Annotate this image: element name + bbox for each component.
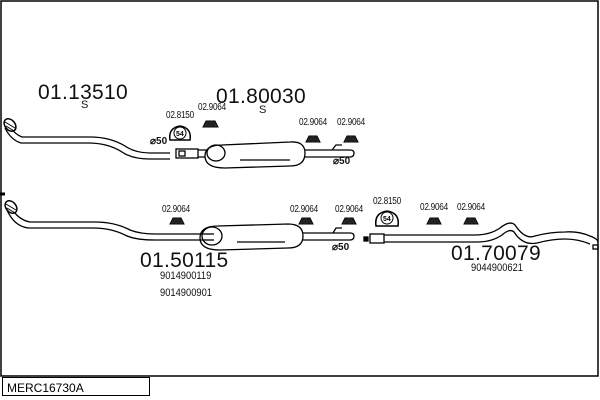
hanger-icon <box>169 217 185 225</box>
part-sub-label: S <box>259 104 267 116</box>
hanger-icon <box>305 135 321 143</box>
hanger-icon <box>341 217 357 225</box>
hanger-label: 02.9064 <box>162 204 190 215</box>
oe-reference: 9044900621 <box>471 262 524 274</box>
part-sub-label: S <box>81 99 89 111</box>
diagram-border <box>0 0 599 377</box>
clamp-icon: 54 <box>168 125 192 141</box>
hanger-label: 02.9064 <box>299 117 327 128</box>
front-pipe-bottom <box>6 205 200 241</box>
clamp-label: 02.8150 <box>166 110 194 121</box>
diagram-code-box: MERC16730A <box>2 377 150 396</box>
clamp-icon: 54 <box>374 210 400 227</box>
part-number-01-50115: 01.50115 <box>140 249 229 272</box>
hanger-icon <box>426 217 442 225</box>
diameter-label: ⌀50 <box>150 136 168 147</box>
main-muffler <box>199 223 355 251</box>
flange-icon <box>3 117 17 133</box>
oe-reference: 9014900901 <box>160 287 213 299</box>
diameter-label: ⌀50 <box>333 156 351 167</box>
rear-pipe <box>363 222 599 250</box>
diameter-label: ⌀50 <box>332 242 350 253</box>
hanger-label: 02.9064 <box>337 117 365 128</box>
hanger-label: 02.9064 <box>335 204 363 215</box>
oe-reference: 9014900119 <box>160 270 212 282</box>
clamp-size: 54 <box>176 131 184 138</box>
hanger-label: 02.9064 <box>457 202 485 213</box>
hanger-icon <box>298 217 314 225</box>
front-pipe-top <box>4 123 170 160</box>
hanger-icon <box>202 120 219 128</box>
hanger-icon <box>463 217 479 225</box>
clamp-label: 02.8150 <box>373 196 401 207</box>
hanger-label: 02.9064 <box>420 202 448 213</box>
part-number-01-70079: 01.70079 <box>451 242 541 265</box>
diagram-code: MERC16730A <box>7 381 84 395</box>
part-number-01-13510: 01.13510 <box>38 81 128 104</box>
middle-muffler <box>175 141 355 169</box>
hanger-label: 02.9064 <box>290 204 318 215</box>
hanger-icon <box>343 135 359 143</box>
part-number-01-80030: 01.80030 <box>216 85 306 108</box>
hanger-label: 02.9064 <box>198 102 226 113</box>
clamp-size: 54 <box>383 216 391 223</box>
flange-icon <box>4 199 18 215</box>
